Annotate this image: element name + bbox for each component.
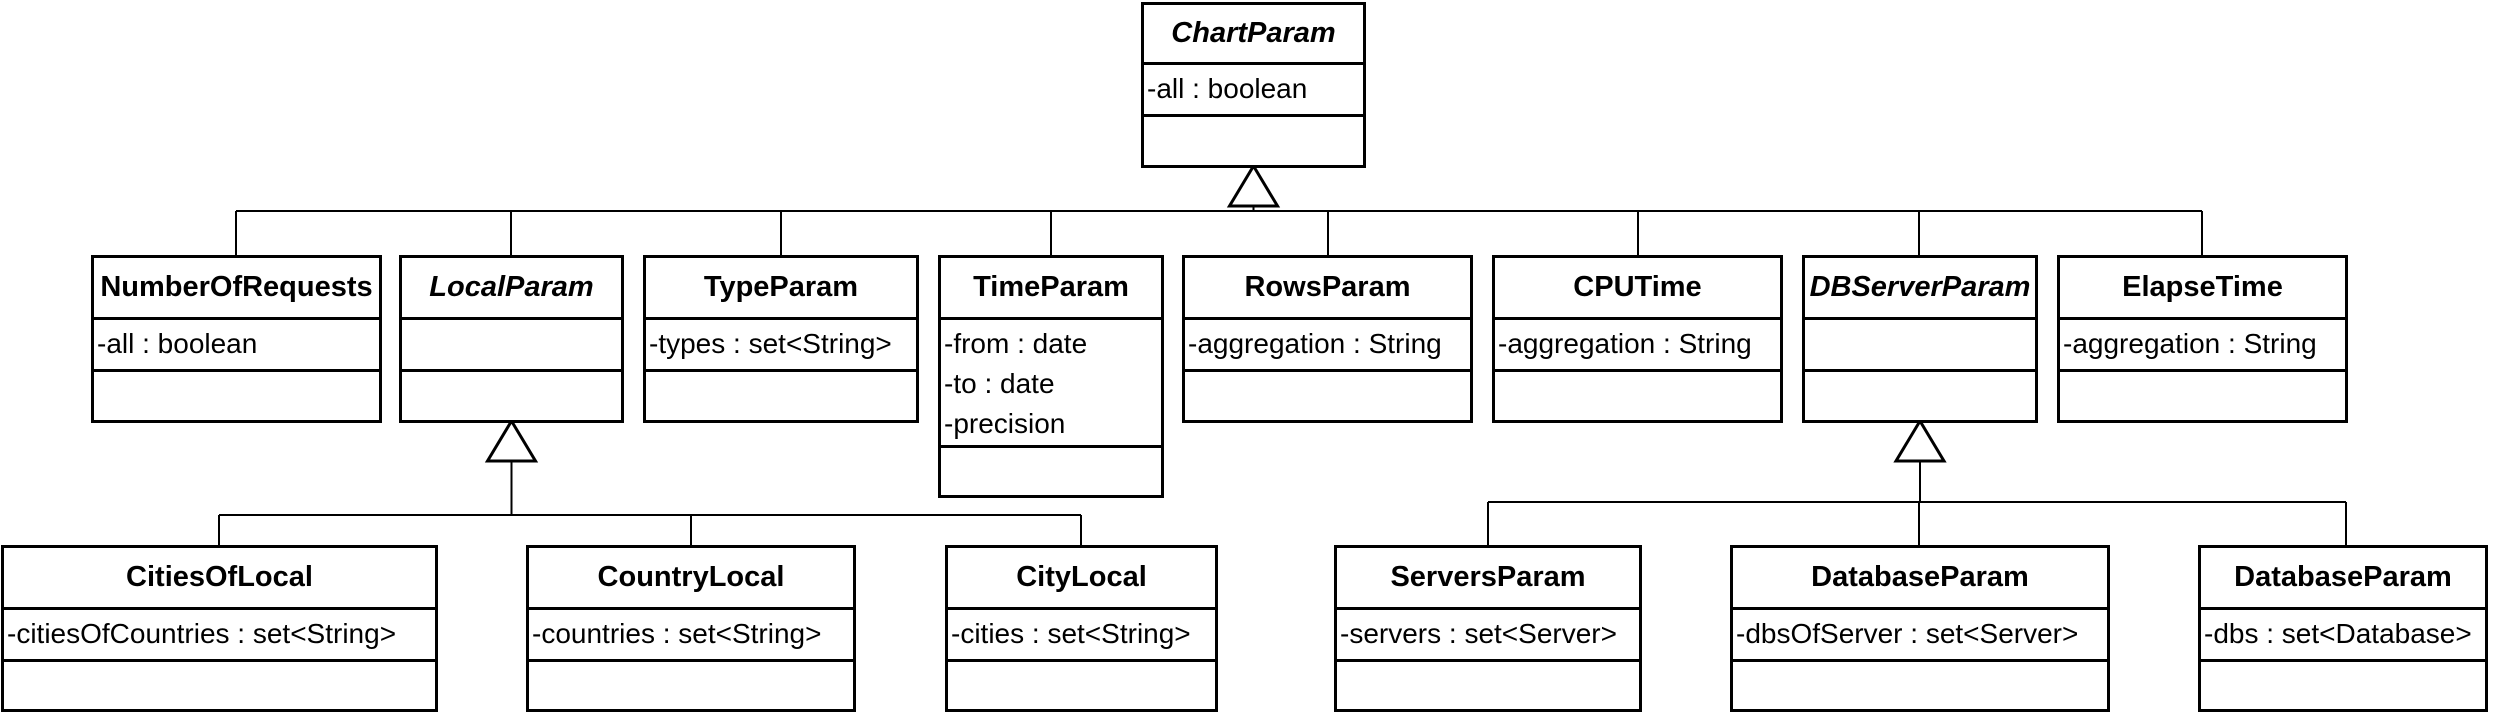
class-box-dbserverparam: DBServerParam [1802,255,2038,423]
class-attributes: -servers : set<Server> [1337,610,1639,662]
class-operations [1805,372,2035,420]
class-operations [1337,662,1639,709]
class-operations [402,372,621,420]
class-operations [941,448,1161,495]
class-operations [646,372,916,420]
class-attributes: -citiesOfCountries : set<String> [4,610,435,662]
class-operations [529,662,853,709]
class-box-databaseparam2: DatabaseParam -dbs : set<Database> [2198,545,2488,712]
class-attributes: -aggregation : String [1185,320,1470,372]
class-attribute: -cities : set<String> [951,618,1191,649]
class-operations [1495,372,1780,420]
generalization-arrowhead-dbserverparam [1893,418,1947,463]
class-operations [1144,117,1363,165]
class-box-countrylocal: CountryLocal -countries : set<String> [526,545,856,712]
class-attributes: -dbsOfServer : set<Server> [1733,610,2107,662]
class-attributes: -dbs : set<Database> [2201,610,2485,662]
class-operations [4,662,435,709]
class-name: DatabaseParam [1733,548,2107,610]
class-operations [2201,662,2485,709]
class-box-numberofrequests: NumberOfRequests -all : boolean [91,255,382,423]
class-attribute: -precision [944,408,1066,439]
class-name: TimeParam [941,258,1161,320]
class-box-databaseparam1: DatabaseParam -dbsOfServer : set<Server> [1730,545,2110,712]
class-attributes: -all : boolean [94,320,379,372]
class-attribute: -dbsOfServer : set<Server> [1736,618,2079,649]
class-attributes: -cities : set<String> [948,610,1215,662]
generalization-arrowhead-localparam [484,418,539,463]
class-attributes: -countries : set<String> [529,610,853,662]
class-attributes: -all : boolean [1144,65,1363,117]
class-attribute: -countries : set<String> [532,618,822,649]
class-name: DBServerParam [1805,258,2035,320]
class-attributes [1805,320,2035,372]
class-name: CountryLocal [529,548,853,610]
class-name: ElapseTime [2060,258,2345,320]
class-name: LocalParam [402,258,621,320]
class-attribute: -dbs : set<Database> [2204,618,2472,649]
class-box-citylocal: CityLocal -cities : set<String> [945,545,1218,712]
class-name: ServersParam [1337,548,1639,610]
class-attribute: -servers : set<Server> [1340,618,1617,649]
class-attributes: -aggregation : String [1495,320,1780,372]
class-box-typeparam: TypeParam -types : set<String> [643,255,919,423]
class-attribute: -from : date [944,328,1088,359]
class-attribute: -aggregation : String [2063,328,2317,359]
class-name: RowsParam [1185,258,1470,320]
class-name: DatabaseParam [2201,548,2485,610]
class-attribute: -to : date [944,368,1055,399]
class-box-localparam: LocalParam [399,255,624,423]
class-attributes: -from : date -to : date -precision [941,320,1161,448]
class-attribute: -aggregation : String [1188,328,1442,359]
class-name: CitiesOfLocal [4,548,435,610]
class-operations [2060,372,2345,420]
class-box-chartparam: ChartParam -all : boolean [1141,2,1366,168]
class-name: TypeParam [646,258,916,320]
class-attribute: -citiesOfCountries : set<String> [7,618,397,649]
class-name: ChartParam [1144,5,1363,65]
class-box-timeparam: TimeParam -from : date -to : date -precisio… [938,255,1164,498]
class-attribute: -aggregation : String [1498,328,1752,359]
class-attribute: -all : boolean [1147,73,1308,104]
class-operations [94,372,379,420]
class-attributes: -types : set<String> [646,320,916,372]
class-box-elapsetime: ElapseTime -aggregation : String [2057,255,2348,423]
class-operations [1185,372,1470,420]
class-name: CityLocal [948,548,1215,610]
class-attribute: -types : set<String> [649,328,892,359]
class-name: NumberOfRequests [94,258,379,320]
class-box-serversparam: ServersParam -servers : set<Server> [1334,545,1642,712]
class-attributes: -aggregation : String [2060,320,2345,372]
class-attributes [402,320,621,372]
class-box-citiesoflocal: CitiesOfLocal -citiesOfCountries : set<St… [1,545,438,712]
class-box-cputime: CPUTime -aggregation : String [1492,255,1783,423]
class-attribute: -all : boolean [97,328,258,359]
class-box-rowsparam: RowsParam -aggregation : String [1182,255,1473,423]
class-name: CPUTime [1495,258,1780,320]
class-operations [1733,662,2107,709]
class-operations [948,662,1215,709]
generalization-arrowhead-chartparam [1226,163,1281,208]
